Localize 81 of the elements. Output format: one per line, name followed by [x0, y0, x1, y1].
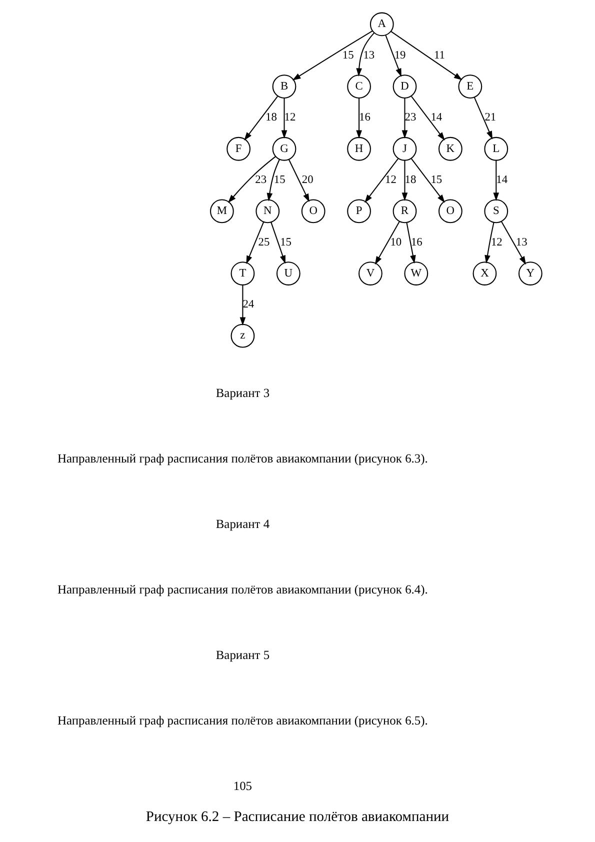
- node-circle: A: [370, 12, 394, 36]
- arrow: [385, 35, 402, 77]
- arrow: [493, 160, 500, 201]
- edge-label: 18: [266, 112, 277, 124]
- node-circle: J: [392, 136, 417, 161]
- label: Направленный граф расписания полётов авиакомпании (рисунок 6.5).: [58, 713, 428, 728]
- edge-label: 25: [258, 236, 270, 248]
- arrow: [356, 32, 374, 77]
- label: Направленный граф расписания полётов авиакомпании (рисунок 6.4).: [58, 582, 428, 597]
- node-circle: H: [347, 136, 371, 161]
- arrow: [402, 160, 408, 201]
- caption: Рисунок 6.2 – Расписание полётов авиакомпании: [146, 809, 450, 826]
- edge-label: 11: [434, 49, 446, 62]
- edge-label: 13: [516, 236, 528, 248]
- node-circle: z: [230, 324, 255, 348]
- arrow: [266, 159, 280, 202]
- node-circle: K: [438, 136, 462, 161]
- arrow: [244, 96, 278, 141]
- edge-label: 12: [284, 112, 296, 124]
- node-circle: G: [272, 136, 296, 161]
- label: Направленный граф расписания полётов авиакомпании (рисунок 6.3).: [58, 452, 428, 466]
- arrow: [484, 222, 494, 264]
- arrow: [270, 222, 286, 264]
- node-circle: C: [347, 74, 371, 98]
- label: 105: [233, 778, 252, 793]
- edge-label: 18: [404, 174, 416, 186]
- arrow: [402, 98, 408, 139]
- node-circle: B: [272, 74, 296, 98]
- arrow: [356, 98, 362, 139]
- arrow: [374, 221, 400, 265]
- node-circle: O: [438, 199, 462, 224]
- edge-label: 12: [490, 236, 502, 248]
- node-circle: F: [226, 136, 250, 161]
- arrow: [501, 221, 526, 265]
- label: Вариант 4: [216, 517, 270, 532]
- arrow: [406, 222, 416, 264]
- arrow: [288, 159, 310, 202]
- edge-label: 24: [242, 298, 254, 311]
- edge-label: 12: [385, 174, 396, 186]
- arrow: [390, 31, 462, 80]
- node-circle: Y: [518, 262, 542, 286]
- edge-label: 14: [430, 112, 442, 124]
- arrow: [411, 158, 445, 203]
- node-circle: R: [392, 199, 417, 224]
- node-circle: V: [358, 262, 382, 286]
- arrow: [246, 222, 264, 264]
- edge-label: 19: [394, 49, 406, 62]
- edge-label: 15: [430, 174, 442, 186]
- edge-label: 10: [390, 236, 402, 248]
- edge-label: 20: [302, 174, 314, 186]
- edge-label: 23: [255, 174, 267, 186]
- node-circle: T: [230, 262, 255, 286]
- edge-label: 15: [342, 49, 354, 62]
- edge-label: 16: [410, 236, 422, 248]
- node-circle: E: [458, 74, 482, 98]
- label: Вариант 5: [216, 648, 270, 662]
- arrow: [281, 98, 288, 139]
- arrow: [474, 97, 493, 140]
- edge-label: 14: [496, 174, 508, 186]
- node-circle: U: [276, 262, 300, 286]
- node-circle: W: [404, 262, 428, 286]
- edge-label: 23: [404, 112, 416, 124]
- edge-label: 15: [280, 236, 292, 248]
- node-circle: L: [484, 136, 508, 161]
- edge-label: 15: [274, 174, 286, 186]
- node-circle: X: [472, 262, 497, 286]
- edge-label: 21: [484, 112, 496, 124]
- edge-label: 13: [363, 49, 375, 62]
- label: Вариант 3: [216, 386, 270, 400]
- arrow: [364, 158, 398, 203]
- arrow: [228, 156, 276, 203]
- node-circle: D: [392, 74, 417, 98]
- node-circle: O: [301, 199, 326, 224]
- node-circle: S: [484, 199, 508, 224]
- edge-label: 16: [359, 112, 370, 124]
- arrow: [411, 96, 445, 141]
- arrow: [292, 30, 373, 80]
- arrow: [240, 285, 246, 326]
- node-circle: N: [256, 199, 280, 224]
- node-circle: P: [347, 199, 371, 224]
- node-circle: M: [210, 199, 234, 224]
